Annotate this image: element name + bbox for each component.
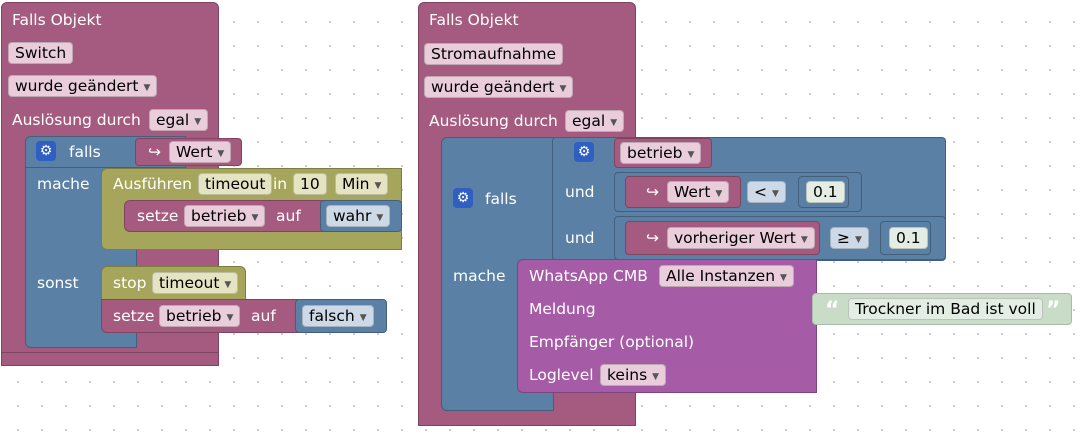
dropdown-arrow-icon: ▼ xyxy=(224,280,232,290)
boolean-text-2: falsch xyxy=(309,307,355,325)
set-variable-text-2: betrieb xyxy=(166,307,222,325)
falls-label-right: falls xyxy=(485,190,517,208)
ausloesung-dropdown-text: egal xyxy=(156,111,190,129)
loglevel-label: Loglevel xyxy=(529,366,594,384)
object-field[interactable]: Switch xyxy=(8,42,74,64)
compare-left-dropdown-1[interactable]: Wert ▼ xyxy=(667,181,730,203)
und-label-1: und xyxy=(565,183,595,201)
dropdown-arrow-icon: ▼ xyxy=(251,213,259,223)
compare-left-text-2: vorheriger Wert xyxy=(674,229,796,247)
dropdown-arrow-icon: ▼ xyxy=(143,83,151,93)
event-block-left-footer xyxy=(1,352,219,366)
compare-operator-dropdown-1[interactable]: <▼ xyxy=(747,181,786,203)
compare-operator-text-2: ≥ xyxy=(837,229,850,247)
boolean-dropdown[interactable]: wahr ▼ xyxy=(326,205,391,227)
boolean-dropdown-2[interactable]: falsch ▼ xyxy=(302,305,374,327)
condition-variable-dropdown[interactable]: betrieb ▼ xyxy=(620,142,702,164)
gear-icon[interactable]: ⚙ xyxy=(574,142,594,162)
auf-label-2: auf xyxy=(251,307,276,325)
event-title: Falls Objekt xyxy=(12,11,102,29)
timeout-name-text: timeout xyxy=(205,175,266,193)
object-field-text: Switch xyxy=(15,44,67,62)
dropdown-arrow-icon: ▼ xyxy=(772,189,779,199)
set-variable-text: betrieb xyxy=(191,207,247,225)
number-field-2[interactable]: 0.1 xyxy=(889,227,928,249)
empfaenger-label: Empfänger (optional) xyxy=(529,333,695,351)
ausloesung-dropdown-right[interactable]: egal ▼ xyxy=(565,110,625,132)
ausloesung-dropdown-right-text: egal xyxy=(572,112,606,130)
dropdown-arrow-icon: ▼ xyxy=(855,235,862,245)
dropdown-arrow-icon: ▼ xyxy=(226,313,234,323)
instance-dropdown[interactable]: Alle Instanzen ▼ xyxy=(659,265,794,287)
auf-label: auf xyxy=(276,207,301,225)
set-variable-dropdown-2[interactable]: betrieb ▼ xyxy=(159,305,241,327)
event-title-right: Falls Objekt xyxy=(429,11,519,29)
dropdown-arrow-icon: ▼ xyxy=(715,189,723,199)
timeout-amount-field[interactable]: 10 xyxy=(293,173,327,195)
message-text: Trockner im Bad ist voll xyxy=(855,300,1036,318)
message-field[interactable]: Trockner im Bad ist voll xyxy=(848,298,1043,320)
compare-operator-dropdown-2[interactable]: ≥▼ xyxy=(830,227,869,249)
dropdown-arrow-icon: ▼ xyxy=(800,235,808,245)
timeout-unit-dropdown[interactable]: Min ▼ xyxy=(335,173,389,195)
mache-label: mache xyxy=(37,175,90,193)
trigger-dropdown-text: wurde geändert xyxy=(15,77,139,95)
boolean-text: wahr xyxy=(333,207,372,225)
gear-icon[interactable]: ⚙ xyxy=(36,141,56,161)
trigger-dropdown[interactable]: wurde geändert ▼ xyxy=(8,75,158,97)
compare-operator-text-1: < xyxy=(754,183,767,201)
close-quote-icon: ” xyxy=(1046,298,1061,323)
stop-timeout-text: timeout xyxy=(159,274,220,292)
sonst-label: sonst xyxy=(37,274,79,292)
number-text-2: 0.1 xyxy=(896,229,921,247)
dropdown-arrow-icon: ▼ xyxy=(376,213,384,223)
return-arrow-icon: ↪ xyxy=(646,183,659,201)
trigger-dropdown-right-text: wurde geändert xyxy=(431,78,555,96)
dropdown-arrow-icon: ▼ xyxy=(359,313,367,323)
open-quote-icon: “ xyxy=(825,298,840,323)
condition-variable-text: betrieb xyxy=(627,144,683,162)
object-field-right-text: Stromaufnahme xyxy=(431,45,557,63)
ausloesung-label: Auslösung durch xyxy=(12,111,141,129)
set-label: setze xyxy=(137,207,179,225)
timeout-amount-text: 10 xyxy=(300,175,320,193)
timeout-unit-text: Min xyxy=(342,175,370,193)
mache-label-right: mache xyxy=(453,267,506,285)
return-arrow-icon: ↪ xyxy=(646,229,659,247)
und-label-2: und xyxy=(565,229,595,247)
dropdown-arrow-icon: ▼ xyxy=(374,181,382,191)
timeout-name-field[interactable]: timeout xyxy=(198,173,273,195)
whatsapp-label: WhatsApp CMB xyxy=(529,267,648,285)
ausloesung-dropdown[interactable]: egal ▼ xyxy=(149,109,209,131)
set-label-2: setze xyxy=(113,307,155,325)
dropdown-arrow-icon: ▼ xyxy=(610,118,618,128)
trigger-dropdown-right[interactable]: wurde geändert ▼ xyxy=(424,76,574,98)
dropdown-arrow-icon: ▼ xyxy=(217,149,225,159)
dropdown-arrow-icon: ▼ xyxy=(559,84,567,94)
dropdown-arrow-icon: ▼ xyxy=(687,150,695,160)
compare-left-dropdown-2[interactable]: vorheriger Wert ▼ xyxy=(667,227,815,249)
ausloesung-label-right: Auslösung durch xyxy=(429,112,558,130)
dropdown-arrow-icon: ▼ xyxy=(780,273,787,283)
return-arrow-icon: ↪ xyxy=(148,143,161,161)
timeout-in-label: in xyxy=(273,175,288,193)
gear-icon[interactable]: ⚙ xyxy=(453,188,473,208)
value-dropdown-text: Wert xyxy=(176,143,213,161)
timeout-label: Ausführen xyxy=(113,175,192,193)
meldung-label: Meldung xyxy=(529,300,596,318)
loglevel-dropdown-text: keins xyxy=(607,366,648,384)
compare-left-text-1: Wert xyxy=(674,183,711,201)
loglevel-dropdown[interactable]: keins ▼ xyxy=(600,364,667,386)
set-variable-dropdown[interactable]: betrieb ▼ xyxy=(184,205,266,227)
dropdown-arrow-icon: ▼ xyxy=(194,117,202,127)
instance-dropdown-text: Alle Instanzen xyxy=(666,267,776,285)
stop-timeout-dropdown[interactable]: timeout ▼ xyxy=(152,272,239,294)
value-dropdown[interactable]: Wert ▼ xyxy=(169,141,232,163)
object-field-right[interactable]: Stromaufnahme xyxy=(424,43,564,65)
stop-label: stop xyxy=(113,274,147,292)
number-field-1[interactable]: 0.1 xyxy=(806,181,845,203)
dropdown-arrow-icon: ▼ xyxy=(652,372,660,382)
falls-label: falls xyxy=(69,143,101,161)
number-text-1: 0.1 xyxy=(813,183,838,201)
